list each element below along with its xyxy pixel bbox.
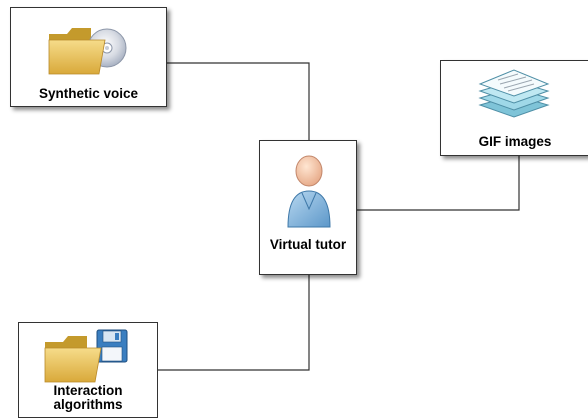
node-label: GIF images: [478, 134, 552, 149]
user-icon: [287, 155, 331, 228]
node-interaction-algorithms[interactable]: Interaction algorithms: [18, 322, 158, 418]
node-gif-images[interactable]: GIF images: [440, 60, 588, 156]
folder-cd-icon: [48, 28, 127, 75]
edge-tutor-to-interaction: [158, 275, 310, 371]
node-synthetic-voice[interactable]: Synthetic voice: [10, 7, 167, 107]
node-label: Synthetic voice: [38, 86, 139, 101]
node-virtual-tutor[interactable]: Virtual tutor: [259, 140, 357, 275]
node-label: Interaction algorithms: [53, 383, 123, 412]
edge-tutor-to-gif: [357, 156, 520, 211]
folder-floppy-icon: [44, 329, 128, 383]
stacked-documents-icon: [478, 69, 550, 118]
edge-tutor-to-voice: [167, 62, 310, 140]
node-label: Virtual tutor: [269, 237, 347, 252]
